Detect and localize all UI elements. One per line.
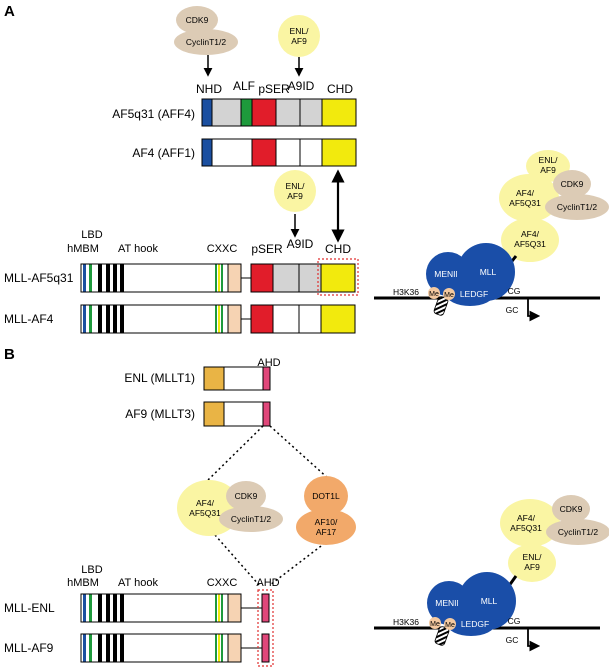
complex-b: AF4/ AF5Q31 CDK9 CyclinT1/2 ENL/ AF9 MEN… [374, 495, 609, 652]
b-hmbm-label: hMBM [67, 577, 99, 589]
cdk9-cyclin-blob-top: CDK9 CyclinT1/2 [174, 6, 238, 55]
complex-b-cyclin: CyclinT1/2 [558, 527, 598, 537]
ahd-label-top: AHD [257, 357, 280, 369]
enl-text: ENL/ [290, 26, 310, 36]
enl-af9-blob-mid: ENL/ AF9 [274, 170, 316, 212]
complex-a-af9: AF9 [540, 165, 556, 175]
mll-af4-label: MLL-AF4 [4, 312, 54, 326]
complex-b-h3k36: H3K36 [393, 617, 419, 627]
a9id-label: A9ID [288, 79, 315, 93]
b-athook-label: AT hook [118, 577, 158, 589]
af5q31-label: AF5q31 (AFF4) [112, 107, 195, 121]
panel-label-b: B [4, 346, 15, 363]
complex-a-af4-top-2: AF5Q31 [509, 198, 541, 208]
mll-af9-fusion-bar [80, 633, 270, 663]
complex-b-enl: ENL/ [523, 552, 543, 562]
b-af4-text-1: AF4/ [196, 498, 215, 508]
b-dot1l-text: DOT1L [312, 491, 340, 501]
complex-a-cyclin: CyclinT1/2 [557, 202, 597, 212]
alf-label: ALF [233, 79, 255, 93]
b-lbd-label: LBD [81, 564, 102, 576]
complex-b-gc: GC [506, 635, 519, 645]
complex-a-gc: GC [506, 305, 519, 315]
enl-text-mid: ENL/ [286, 181, 306, 191]
complex-a-cg: CG [508, 286, 521, 296]
nhd-label: NHD [196, 82, 222, 96]
lbd-label: LBD [81, 229, 102, 241]
b-af4-text-2: AF5Q31 [189, 508, 221, 518]
dotted-line-right-top [269, 425, 331, 481]
complex-b-cg: CG [508, 616, 521, 626]
cyclin-text: CyclinT1/2 [186, 37, 226, 47]
enl-protein-bar [203, 366, 271, 391]
dotted-line-left-top [207, 425, 264, 481]
b-af10-text-1: AF10/ [315, 517, 338, 527]
complex-a-af4-bottom-1: AF4/ [521, 229, 540, 239]
complex-b-ledgf: LEDGF [461, 619, 489, 629]
complex-b-mll: MLL [481, 596, 498, 606]
af5q31-protein-bar [201, 98, 357, 127]
af9-mllt3-label: AF9 (MLLT3) [125, 407, 195, 421]
cxxc-label: CXXC [207, 243, 238, 255]
mll-af9-label: MLL-AF9 [4, 641, 54, 655]
complex-a-af4-bottom-2: AF5Q31 [514, 239, 546, 249]
pser-label: pSER [258, 82, 290, 96]
complex-a-h3k36: H3K36 [393, 287, 419, 297]
b-af10-text-2: AF17 [316, 527, 337, 537]
b-cxxc-label: CXXC [207, 577, 238, 589]
complex-b-af4-1: AF4/ [517, 513, 536, 523]
complex-b-menin: MENIN [435, 598, 462, 608]
mll-af5q31-label: MLL-AF5q31 [4, 271, 74, 285]
enl-mllt1-label: ENL (MLLT1) [124, 371, 195, 385]
dot1l-af10-blob: DOT1L AF10/ AF17 [296, 476, 356, 545]
complex-b-af4-2: AF5Q31 [510, 523, 542, 533]
complex-a-cdk9: CDK9 [561, 179, 584, 189]
af9-text-mid: AF9 [287, 191, 303, 201]
complex-a-enl: ENL/ [539, 155, 559, 165]
af9-text: AF9 [291, 36, 307, 46]
complex-a-af4-top-1: AF4/ [516, 188, 535, 198]
chd-label: CHD [327, 82, 353, 96]
complex-a-ledgf: LEDGF [460, 289, 488, 299]
complex-b-me1: Me [430, 621, 440, 628]
a9id-label-mid: A9ID [287, 237, 314, 251]
mll-af4-fusion-bar [80, 304, 356, 334]
panel-label-a: A [4, 3, 15, 20]
athook-label: AT hook [118, 243, 158, 255]
chd-label-mid: CHD [325, 242, 351, 256]
af4-protein-bar [201, 138, 357, 167]
complex-a: ENL/ AF9 AF4/ AF5Q31 CDK9 CyclinT1/2 AF4… [374, 150, 609, 322]
af4-label: AF4 (AFF1) [132, 146, 195, 160]
cdk9-text: CDK9 [186, 15, 209, 25]
b-cdk9-text: CDK9 [235, 491, 258, 501]
hmbm-label: hMBM [67, 243, 99, 255]
b-ahd-label: AHD [256, 577, 279, 589]
af4-cdk9-blob: AF4/ AF5Q31 CDK9 CyclinT1/2 [177, 480, 283, 536]
af9-protein-bar [203, 401, 271, 427]
chd-highlight-box [317, 258, 359, 296]
complex-a-menin: MENIN [434, 269, 461, 279]
complex-b-af9: AF9 [524, 562, 540, 572]
mll-enl-fusion-bar [80, 593, 270, 623]
dotted-line-left-bottom [214, 534, 260, 586]
b-cyclin-text: CyclinT1/2 [231, 514, 271, 524]
complex-a-mll: MLL [480, 267, 497, 277]
pser-label-mid: pSER [251, 242, 283, 256]
enl-af9-blob-top: ENL/ AF9 [278, 15, 320, 57]
complex-a-me2: Me [444, 292, 454, 299]
complex-a-me1: Me [429, 291, 439, 298]
dotted-line-right-bottom [269, 542, 326, 586]
ahd-highlight-box [257, 589, 274, 667]
mll-af5q31-fusion-bar [80, 263, 356, 293]
complex-b-me2: Me [445, 622, 455, 629]
complex-b-cdk9: CDK9 [560, 504, 583, 514]
mll-enl-label: MLL-ENL [4, 601, 55, 615]
